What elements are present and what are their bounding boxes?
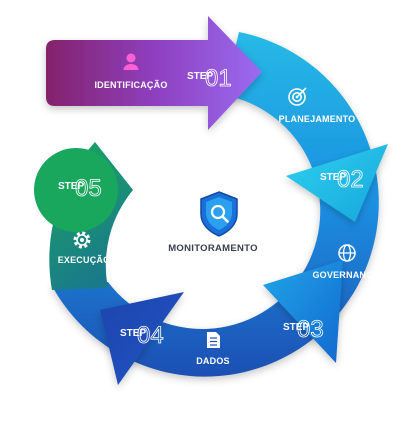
gear-icon (73, 231, 91, 249)
step-05-cap (34, 148, 118, 232)
step-03-arrow (263, 260, 343, 363)
step-01-number: 01 (205, 65, 232, 92)
globe-icon (338, 244, 356, 262)
step-02-arrow (286, 144, 388, 222)
step-03-word: STEP (283, 322, 309, 333)
step-04-label: DADOS (196, 356, 230, 366)
step-02-word: STEP (320, 172, 346, 183)
step-01-label: IDENTIFICAÇÃO (94, 80, 167, 90)
center-label: MONITORAMENTO (168, 243, 258, 254)
step-05-word: STEP (58, 181, 84, 192)
step-03-number: 03 (297, 316, 324, 343)
step-04-word: STEP (120, 328, 146, 339)
step-02-number: 02 (337, 166, 364, 193)
step-01-word: STEP (187, 71, 213, 82)
step-01-arrow (46, 16, 262, 130)
step-02-label: PLANEJAMENTO (279, 114, 356, 124)
document-icon (207, 332, 220, 348)
target-icon (288, 87, 307, 106)
step-04-number: 04 (137, 322, 164, 349)
step-05-label: EXECUÇÃO (58, 255, 111, 265)
step-04-arrow (100, 292, 184, 385)
shield-search-icon (200, 191, 238, 237)
step-05-number: 05 (75, 175, 102, 202)
user-icon (123, 53, 139, 70)
step-03-label: GOVERNANÇA (312, 270, 379, 280)
